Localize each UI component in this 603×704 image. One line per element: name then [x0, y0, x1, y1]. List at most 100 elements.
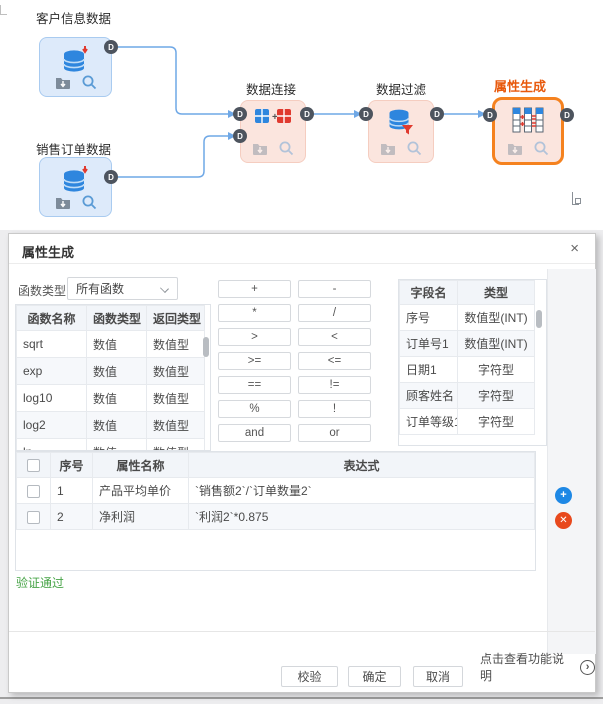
port-join-in2[interactable]: D: [233, 129, 247, 143]
function-row[interactable]: exp 数值 数值型: [16, 357, 205, 385]
field-table-scrollbar[interactable]: [536, 310, 542, 328]
ok-button[interactable]: 确定: [348, 666, 401, 687]
preview-magnifier-icon[interactable]: [82, 75, 97, 90]
fn-return: 数值型: [146, 357, 205, 385]
node-data-join[interactable]: +: [240, 100, 306, 163]
attr-expression[interactable]: `销售额2`/`订单数量2`: [188, 477, 535, 504]
fn-return: 数值型: [146, 411, 205, 439]
function-row[interactable]: ln 数值 数值型: [16, 438, 205, 450]
node-sales-data[interactable]: [39, 157, 112, 217]
operator-button-divide[interactable]: /: [298, 304, 371, 322]
function-row[interactable]: log10 数值 数值型: [16, 384, 205, 412]
field-row[interactable]: 订单等级1 字符型: [399, 408, 535, 435]
attr-index: 1: [50, 477, 93, 504]
preview-magnifier-icon[interactable]: [407, 141, 422, 156]
attr-col-name: 属性名称: [92, 452, 189, 478]
select-all-checkbox[interactable]: [27, 459, 40, 473]
attribute-generate-icon: [512, 107, 544, 133]
close-icon[interactable]: ×: [570, 240, 579, 257]
operator-button-or[interactable]: or: [298, 424, 371, 442]
workflow-canvas: 客户信息数据 D 销售订单数据: [0, 0, 603, 233]
field-row[interactable]: 序号 数值型(INT): [399, 304, 535, 331]
help-link[interactable]: 点击查看功能说明 ›: [480, 650, 595, 684]
field-table: 字段名 类型 序号 数值型(INT) 订单号1 数值型(INT) 日期1 字符型…: [398, 279, 547, 446]
fn-type: 数值: [86, 384, 147, 412]
function-type-select[interactable]: 所有函数: [67, 277, 178, 300]
operator-button-multiply[interactable]: *: [218, 304, 291, 322]
add-row-button[interactable]: +: [555, 487, 572, 504]
fn-name[interactable]: ln: [16, 438, 87, 450]
fn-name[interactable]: exp: [16, 357, 87, 385]
operator-button-and[interactable]: and: [218, 424, 291, 442]
preview-magnifier-icon[interactable]: [82, 195, 97, 210]
operator-grid: + - * / > < >= <= == != % ! and or: [218, 280, 374, 442]
function-row[interactable]: sqrt 数值 数值型: [16, 330, 205, 358]
port-filter-out[interactable]: D: [430, 107, 444, 121]
operator-button-plus[interactable]: +: [218, 280, 291, 298]
port-join-in1[interactable]: D: [233, 107, 247, 121]
operator-button-neq[interactable]: !=: [298, 376, 371, 394]
field-type: 数值型(INT): [457, 330, 535, 357]
fn-return: 数值型: [146, 330, 205, 358]
node-label-customer-data: 客户信息数据: [36, 12, 112, 26]
operator-button-lt[interactable]: <: [298, 328, 371, 346]
operator-button-mod[interactable]: %: [218, 400, 291, 418]
row-checkbox[interactable]: [27, 484, 40, 498]
attribute-row[interactable]: 1 产品平均单价 `销售额2`/`订单数量2`: [16, 477, 535, 504]
function-table-scrollbar[interactable]: [203, 337, 209, 357]
field-name[interactable]: 订单等级1: [399, 408, 458, 435]
operator-button-eq[interactable]: ==: [218, 376, 291, 394]
fn-col-name: 函数名称: [16, 305, 87, 331]
fn-name[interactable]: sqrt: [16, 330, 87, 358]
operator-button-not[interactable]: !: [298, 400, 371, 418]
attr-name[interactable]: 净利润: [92, 503, 189, 530]
attr-index: 2: [50, 503, 93, 530]
operator-button-lte[interactable]: <=: [298, 352, 371, 370]
preview-magnifier-icon[interactable]: [534, 141, 549, 156]
operator-button-gte[interactable]: >=: [218, 352, 291, 370]
field-name[interactable]: 序号: [399, 304, 458, 331]
footer-divider: [9, 631, 595, 632]
folder-import-icon[interactable]: [252, 142, 268, 155]
port-sales-out[interactable]: D: [104, 170, 118, 184]
folder-import-icon[interactable]: [55, 76, 71, 89]
field-row[interactable]: 日期1 字符型: [399, 356, 535, 383]
dialog-right-gutter: [547, 269, 596, 654]
attribute-row[interactable]: 2 净利润 `利润2`*0.875: [16, 503, 535, 530]
node-attr-gen[interactable]: [492, 97, 564, 165]
port-customer-out[interactable]: D: [104, 40, 118, 54]
port-attr-out[interactable]: D: [560, 108, 574, 122]
node-label-join: 数据连接: [246, 83, 297, 97]
node-data-filter[interactable]: [368, 100, 434, 163]
port-join-out[interactable]: D: [300, 107, 314, 121]
fn-name[interactable]: log2: [16, 411, 87, 439]
help-link-label: 点击查看功能说明: [480, 652, 565, 683]
operator-button-minus[interactable]: -: [298, 280, 371, 298]
operator-button-gt[interactable]: >: [218, 328, 291, 346]
attr-name[interactable]: 产品平均单价: [92, 477, 189, 504]
port-attr-in[interactable]: D: [483, 108, 497, 122]
attr-col-expr: 表达式: [188, 452, 535, 478]
row-checkbox[interactable]: [27, 510, 40, 524]
field-row[interactable]: 订单号1 数值型(INT): [399, 330, 535, 357]
field-name[interactable]: 顾客姓名: [399, 382, 458, 409]
database-filter-icon: [388, 109, 413, 135]
field-name[interactable]: 日期1: [399, 356, 458, 383]
port-filter-in[interactable]: D: [359, 107, 373, 121]
folder-import-icon[interactable]: [55, 196, 71, 209]
fn-name[interactable]: log10: [16, 384, 87, 412]
node-customer-data[interactable]: [39, 37, 112, 97]
validate-button[interactable]: 校验: [281, 666, 338, 687]
folder-import-icon[interactable]: [380, 142, 396, 155]
mouse-cursor: [572, 192, 581, 205]
field-type: 字符型: [457, 382, 535, 409]
database-import-icon: [62, 166, 88, 192]
field-name[interactable]: 订单号1: [399, 330, 458, 357]
preview-magnifier-icon[interactable]: [279, 141, 294, 156]
cancel-button[interactable]: 取消: [413, 666, 463, 687]
attr-expression[interactable]: `利润2`*0.875: [188, 503, 535, 530]
remove-row-button[interactable]: ✕: [555, 512, 572, 529]
field-row[interactable]: 顾客姓名 字符型: [399, 382, 535, 409]
function-row[interactable]: log2 数值 数值型: [16, 411, 205, 439]
folder-import-icon[interactable]: [507, 142, 523, 155]
